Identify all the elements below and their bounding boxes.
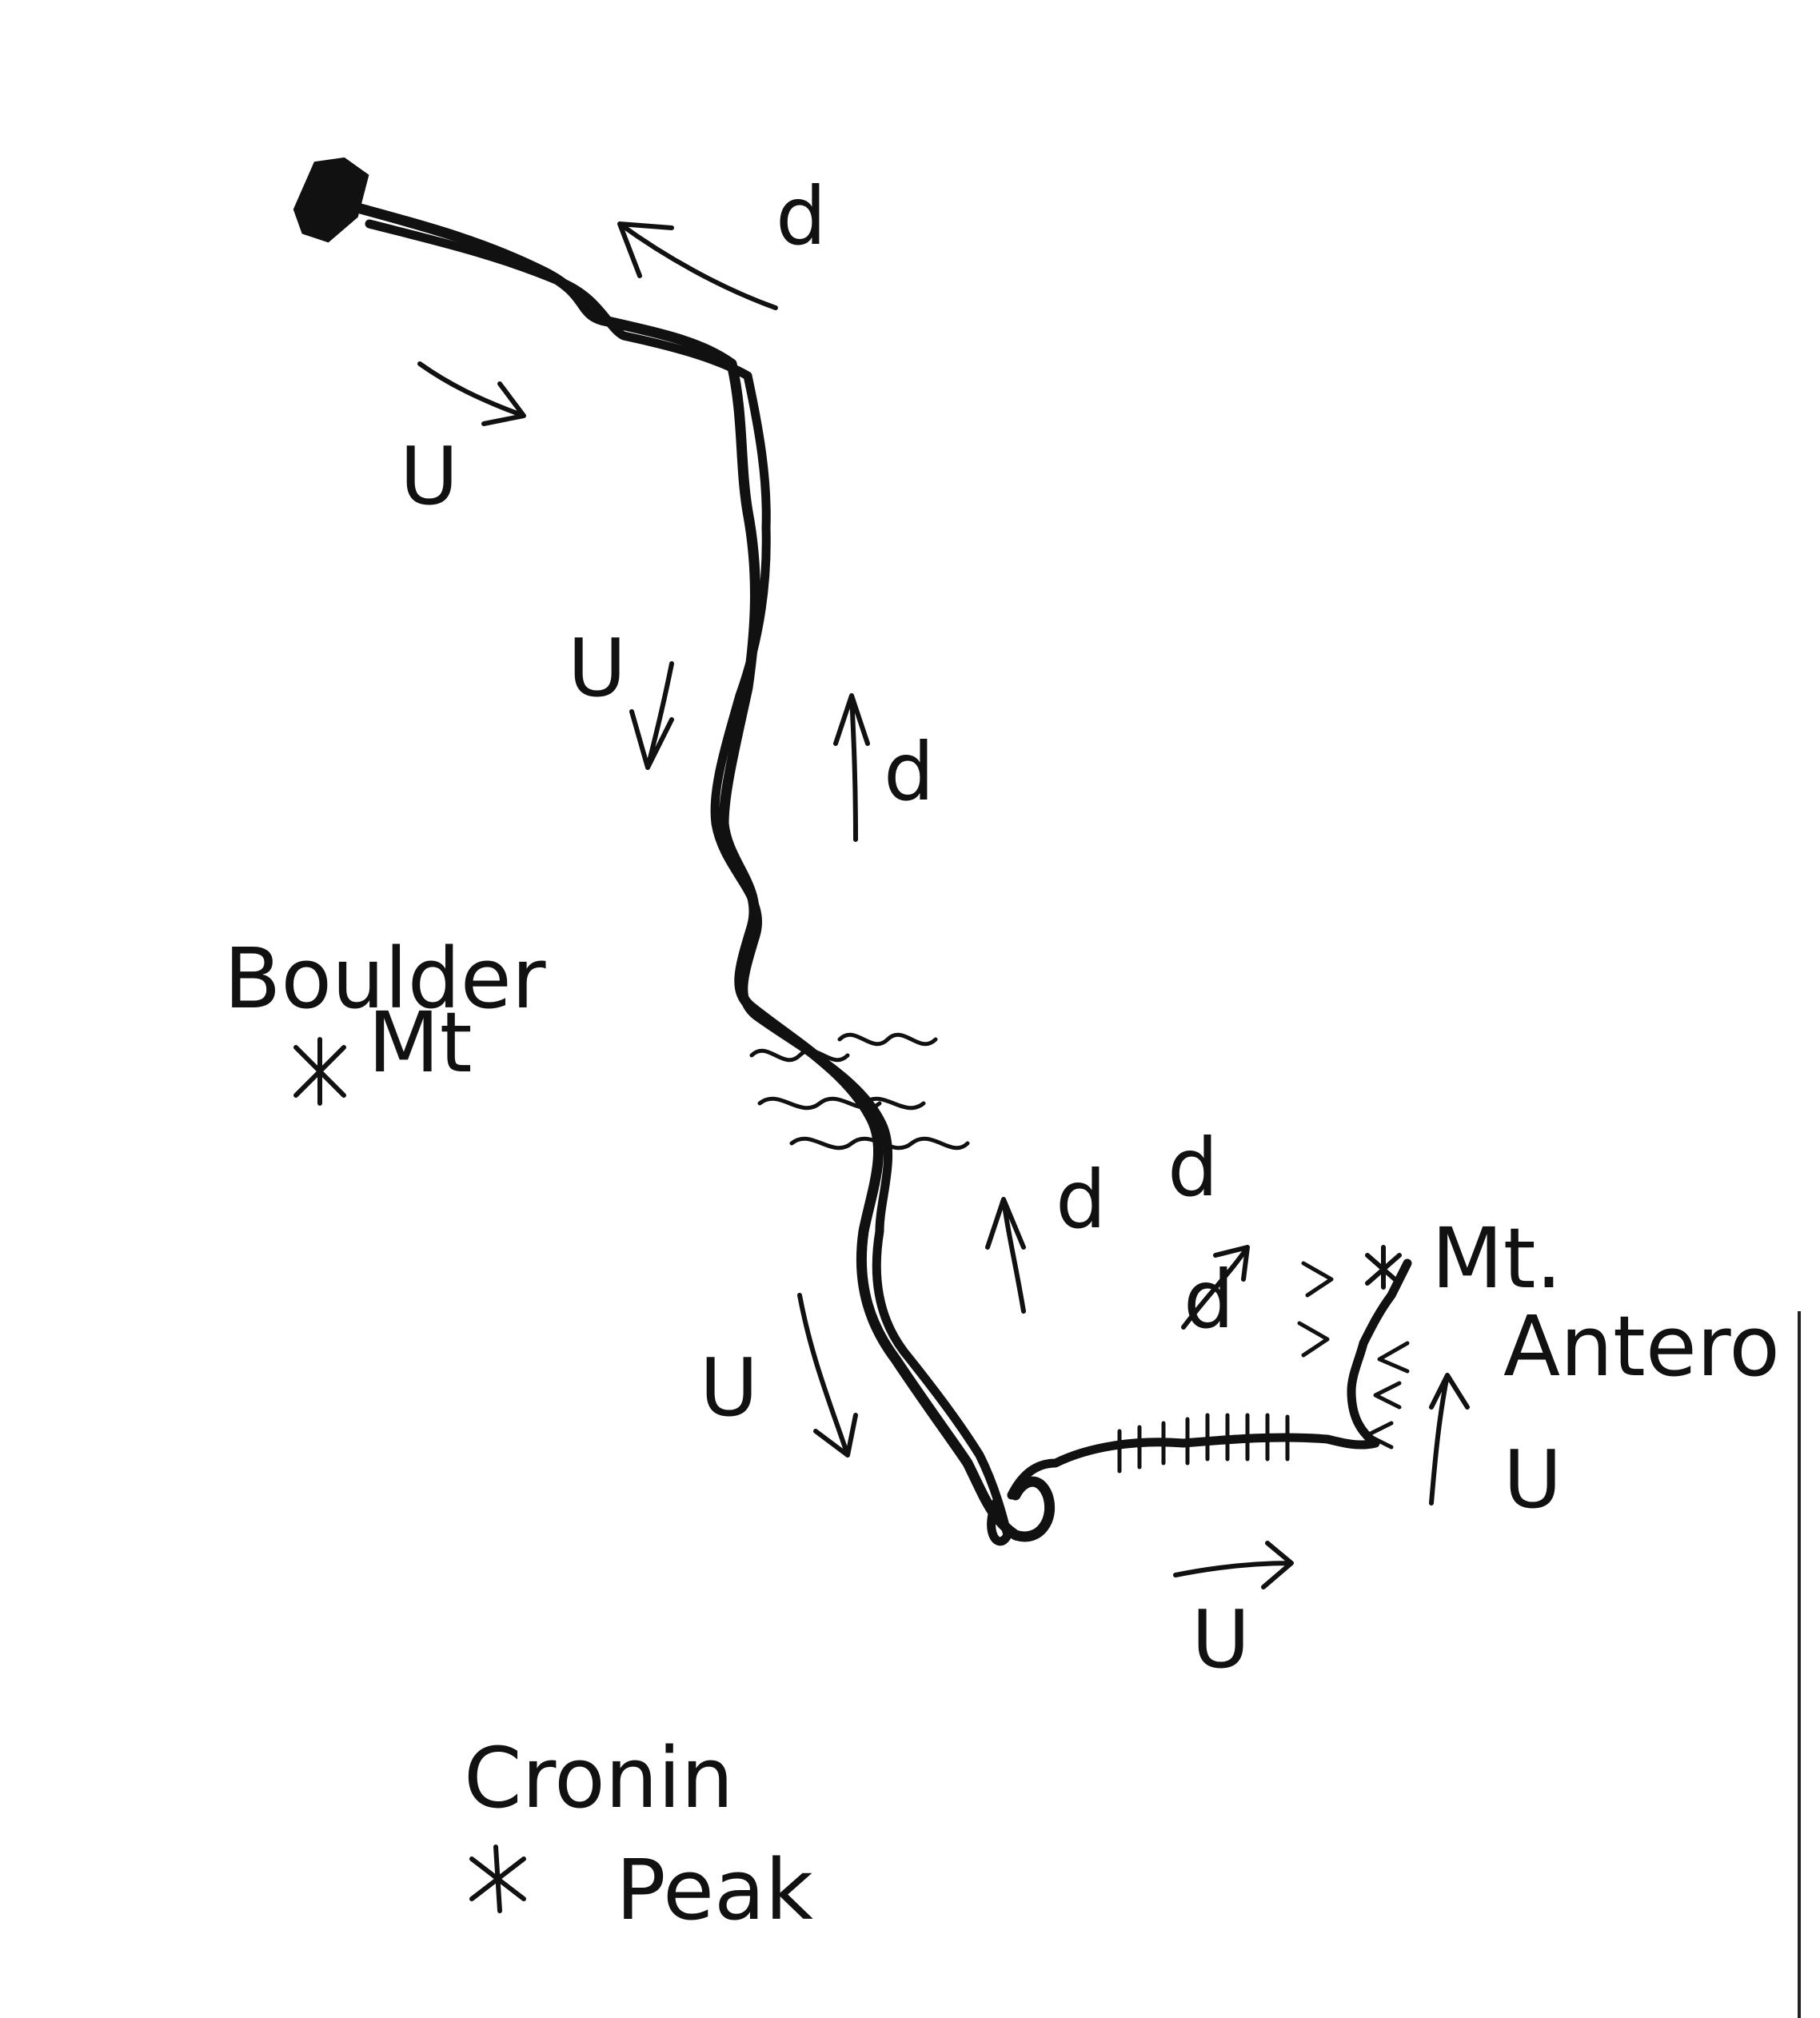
down-label: d	[1056, 1153, 1106, 1246]
up-label: U	[700, 1341, 758, 1434]
trail-route	[346, 201, 1412, 1546]
up-label: U	[1191, 1593, 1250, 1686]
down-label: d	[1183, 1253, 1234, 1346]
cronin-peak-label-line1: Cronin	[464, 1729, 733, 1827]
trail-hatch-marks	[1117, 1413, 1290, 1474]
down-label: d	[884, 725, 934, 819]
up-label: U	[400, 429, 458, 523]
cronin-peak-label-line2: Peak	[616, 1841, 813, 1939]
up-label: U	[1503, 1433, 1562, 1526]
up-label: U	[568, 621, 626, 715]
direction-letters: d U U d d d d U U U	[400, 169, 1562, 1686]
asterisk-icon	[293, 1037, 1402, 1913]
chevron-marks	[1297, 1261, 1410, 1450]
creek-wave-marks	[749, 1032, 970, 1151]
mt-antero-label-line1: Mt.	[1431, 1210, 1563, 1307]
down-label: d	[1167, 1121, 1218, 1214]
down-label: d	[776, 169, 826, 263]
direction-arrows	[417, 221, 1470, 1589]
trailhead-marker	[293, 157, 369, 243]
boulder-mt-label-line1: Boulder	[224, 930, 546, 1027]
boulder-mt-label-line2: Mt	[368, 994, 473, 1091]
mt-antero-label-line2: Antero	[1503, 1298, 1780, 1395]
